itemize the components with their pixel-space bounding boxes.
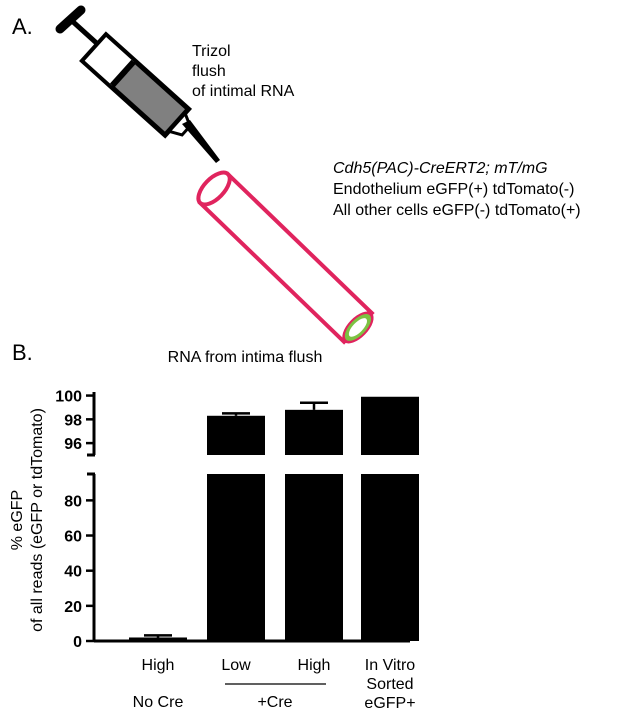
- panel-a-label: A.: [12, 14, 33, 39]
- blood-vessel-icon: [196, 170, 375, 345]
- y-tick-label-upper-1: 98: [64, 412, 82, 429]
- x-tick-sublabel-1: eGFP+: [364, 695, 415, 712]
- x-tick-label-0: High: [142, 657, 175, 674]
- bar-1-upper: [207, 415, 265, 455]
- y-tick-label-lower-1: 20: [64, 599, 82, 616]
- bar-2-upper: [285, 409, 343, 455]
- x-tick-label-2: High: [298, 657, 331, 674]
- bar-3-lower: [361, 474, 419, 641]
- y-tick-label-lower-0: 0: [73, 634, 82, 651]
- syringe-note-line-2: flush: [192, 63, 226, 80]
- syringe-note: Trizol flush of intimal RNA: [192, 42, 294, 102]
- y-tick-label-lower-4: 80: [64, 493, 82, 510]
- bar-1-lower: [207, 474, 265, 641]
- y-tick-label-upper-0: 96: [64, 436, 82, 453]
- group-label-no-cre: No Cre: [133, 694, 184, 711]
- genotype-line: Cdh5(PAC)-CreERT2; mT/mG: [333, 160, 548, 177]
- y-tick-label-lower-2: 40: [64, 564, 82, 581]
- group-label-cre: +Cre: [257, 694, 292, 711]
- chart-title: RNA from intima flush: [168, 349, 323, 366]
- bar-3-upper: [361, 396, 419, 455]
- bar-2-lower: [285, 474, 343, 641]
- syringe-note-line-3: of intimal RNA: [192, 83, 295, 100]
- x-tick-label-3: In Vitro: [365, 657, 416, 674]
- endothelium-line: Endothelium eGFP(+) tdTomato(-): [333, 181, 575, 198]
- x-tick-label-1: Low: [221, 657, 251, 674]
- bar-0: [129, 637, 187, 641]
- syringe-icon: [55, 5, 220, 163]
- syringe-note-line-1: Trizol: [192, 43, 231, 60]
- y-tick-label-upper-2: 100: [55, 389, 82, 406]
- y-axis-label-line-2: of all reads (eGFP or tdTomato): [29, 408, 46, 632]
- genotype-description: Cdh5(PAC)-CreERT2; mT/mG Endothelium eGF…: [333, 158, 581, 221]
- y-tick-label-lower-3: 60: [64, 529, 82, 546]
- y-axis-label-line-1: % eGFP: [9, 490, 26, 550]
- other-cells-line: All other cells eGFP(-) tdTomato(+): [333, 202, 581, 219]
- panel-b-label: B.: [12, 340, 33, 365]
- x-tick-sublabel-0: Sorted: [366, 676, 413, 693]
